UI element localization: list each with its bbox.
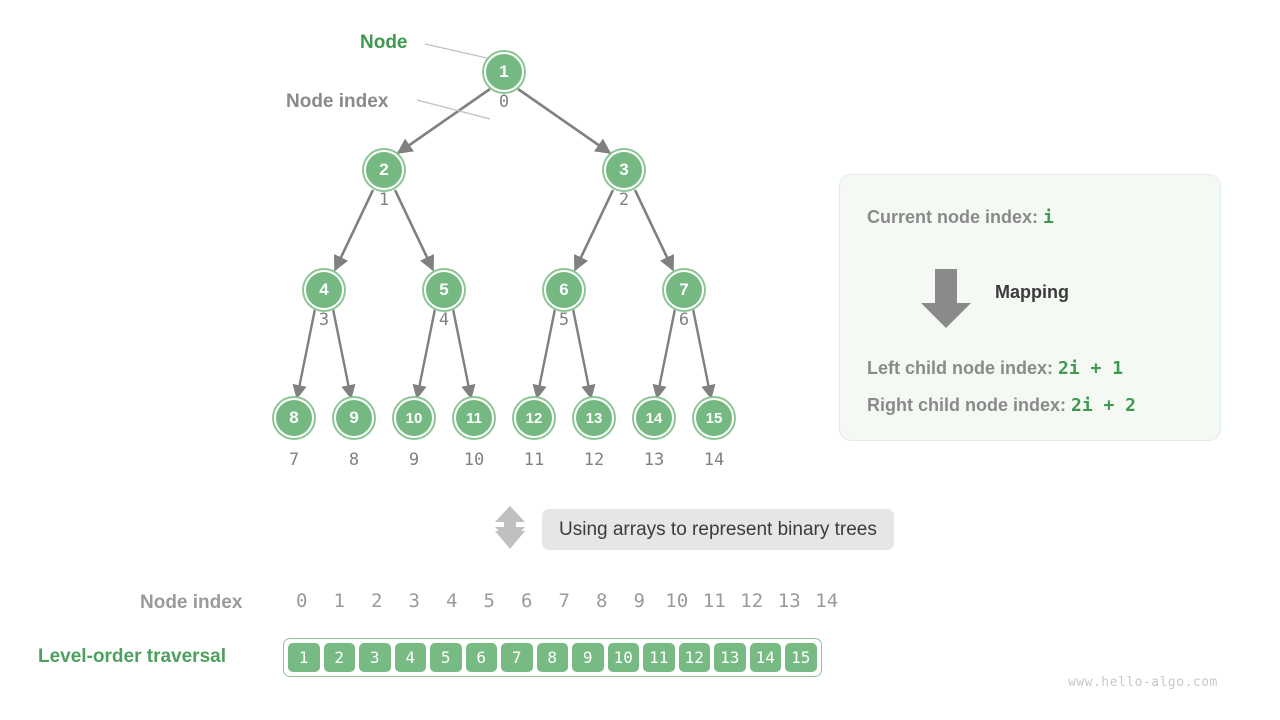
caption-text: Using arrays to represent binary trees: [559, 518, 877, 540]
current-node-index-value: i: [1043, 207, 1054, 228]
tree-node-14: 14: [634, 398, 674, 438]
array-cell: 1: [287, 642, 321, 673]
tree-node-13: 13: [574, 398, 614, 438]
tree-node-3: 3: [604, 150, 644, 190]
up-down-arrow-icon: [495, 506, 525, 549]
left-child-index-prefix: Left child node index:: [867, 358, 1059, 378]
tree-node-9: 9: [334, 398, 374, 438]
tree-node-10: 10: [394, 398, 434, 438]
tree-node-12: 12: [514, 398, 554, 438]
right-child-index-line: Right child node index: 2i + 2: [867, 395, 1136, 416]
left-child-index-value: 2i + 1: [1058, 358, 1124, 379]
tree-node-index-11: 11: [523, 450, 545, 470]
array-cell: 5: [429, 642, 463, 673]
tree-node-index-3: 3: [318, 310, 330, 330]
tree-node-11: 11: [454, 398, 494, 438]
current-node-index-line: Current node index: i: [867, 207, 1054, 228]
down-arrow-icon: [921, 269, 971, 328]
array-index-cell: 12: [740, 590, 764, 612]
array-cell: 14: [748, 642, 782, 673]
mapping-label: Mapping: [995, 282, 1069, 302]
array-index-cell: 11: [702, 590, 726, 612]
caption-box: Using arrays to represent binary trees: [542, 509, 894, 550]
array-index-cell: 7: [558, 590, 570, 612]
array-cell: 10: [606, 642, 640, 673]
tree-node-index-4: 4: [438, 310, 450, 330]
tree-node-index-0: 0: [498, 92, 510, 112]
left-child-index-line: Left child node index: 2i + 1: [867, 358, 1123, 379]
tree-node-8: 8: [274, 398, 314, 438]
tree-node-index-1: 1: [378, 190, 390, 210]
array-cell: 15: [784, 642, 818, 673]
level-order-traversal-label: Level-order traversal: [38, 646, 226, 667]
array-cell: 9: [571, 642, 605, 673]
array-index-cell: 3: [408, 590, 420, 612]
tree-node-7: 7: [664, 270, 704, 310]
tree-node-15: 15: [694, 398, 734, 438]
tree-node-2: 2: [364, 150, 404, 190]
array-index-row-label: Node index: [140, 592, 243, 613]
mapping-info-panel: Current node index: i Mapping Left child…: [839, 174, 1221, 441]
tree-node-index-6: 6: [678, 310, 690, 330]
callout-node-label: Node: [360, 32, 408, 53]
array-cell: 11: [642, 642, 676, 673]
array-cell: 4: [393, 642, 427, 673]
tree-node-index-2: 2: [618, 190, 630, 210]
tree-node-index-10: 10: [463, 450, 485, 470]
current-node-index-prefix: Current node index:: [867, 207, 1044, 227]
array-index-cell: 0: [296, 590, 308, 612]
tree-node-index-13: 13: [643, 450, 665, 470]
array-cell: 3: [358, 642, 392, 673]
array-cell: 12: [677, 642, 711, 673]
array-cell: 8: [535, 642, 569, 673]
array-index-cell: 14: [815, 590, 839, 612]
tree-node-4: 4: [304, 270, 344, 310]
tree-node-index-7: 7: [288, 450, 300, 470]
tree-node-5: 5: [424, 270, 464, 310]
tree-node-index-14: 14: [703, 450, 725, 470]
tree-node-index-9: 9: [408, 450, 420, 470]
callout-node-index-label: Node index: [286, 91, 389, 112]
array-index-cell: 10: [665, 590, 689, 612]
tree-node-index-5: 5: [558, 310, 570, 330]
array-index-cell: 6: [521, 590, 533, 612]
right-child-index-prefix: Right child node index:: [867, 395, 1071, 415]
array-index-cell: 13: [777, 590, 801, 612]
array-index-cell: 4: [446, 590, 458, 612]
array-index-cell: 8: [596, 590, 608, 612]
watermark: www.hello-algo.com: [1068, 675, 1218, 690]
tree-node-index-12: 12: [583, 450, 605, 470]
array-cell: 7: [500, 642, 534, 673]
tree-node-6: 6: [544, 270, 584, 310]
array-cell: 2: [322, 642, 356, 673]
tree-node-index-8: 8: [348, 450, 360, 470]
array-cell: 6: [464, 642, 498, 673]
array-index-cell: 2: [371, 590, 383, 612]
tree-node-1: 1: [484, 52, 524, 92]
array-index-cell: 1: [333, 590, 345, 612]
array-index-cell: 5: [483, 590, 495, 612]
array-index-cell: 9: [633, 590, 645, 612]
right-child-index-value: 2i + 2: [1071, 395, 1137, 416]
array-cell: 13: [713, 642, 747, 673]
